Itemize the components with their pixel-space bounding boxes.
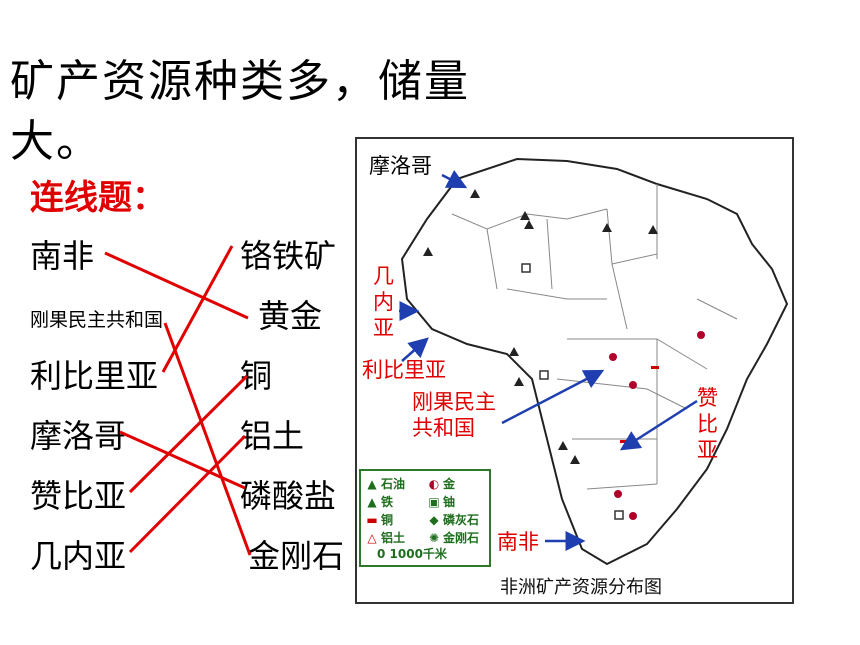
right-item-bauxite[interactable]: 铝土: [240, 417, 305, 455]
diamond-icon: ✺: [428, 531, 440, 545]
bauxite-icon: △: [367, 531, 377, 545]
link-line-south-africa-gold: [104, 251, 249, 320]
right-item-chromite[interactable]: 铬铁矿: [240, 237, 337, 275]
link-line-zambia-copper: [128, 374, 249, 494]
map-label-south-africa: 南非: [497, 530, 539, 554]
copper-icon: ▬: [366, 513, 378, 527]
page-title: 矿产资源种类多，储量大。: [10, 56, 470, 167]
map-caption: 非洲矿产资源分布图: [500, 577, 662, 598]
map-scale: 0 1000千米: [377, 547, 447, 561]
exercise-label: 连线题：: [30, 178, 166, 218]
left-item-congo[interactable]: 刚果民主共和国: [30, 309, 164, 331]
left-item-zambia[interactable]: 赞比亚: [30, 477, 127, 515]
link-line-congo-diamond: [163, 322, 252, 556]
map-arrows: [399, 170, 698, 551]
left-item-south-africa[interactable]: 南非: [30, 237, 95, 275]
right-item-gold[interactable]: 黄金: [258, 297, 323, 335]
phosphate-icon: ◆: [429, 513, 439, 527]
right-item-diamond[interactable]: 金刚石: [248, 537, 345, 575]
map-label-congo-line2: 共和国: [412, 416, 475, 440]
iron-icon: ▲: [367, 495, 377, 509]
map-label-zambia: 赞比亚: [697, 386, 718, 462]
left-item-morocco[interactable]: 摩洛哥: [30, 417, 127, 455]
left-item-guinea[interactable]: 几内亚: [30, 537, 127, 575]
right-item-phosphate[interactable]: 磷酸盐: [240, 477, 337, 515]
africa-mineral-map: 摩洛哥 几内亚 利比里亚 刚果民主 共和国 赞比亚 南非 ▲石油 ◐金 ▲铁 ▣…: [355, 137, 794, 604]
map-legend: ▲石油 ◐金 ▲铁 ▣铀 ▬铜 ◆磷灰石 △铝土 ✺金刚石 0 1000千米: [359, 469, 491, 567]
map-label-liberia: 利比里亚: [362, 358, 446, 382]
link-line-morocco-phosphate: [119, 430, 246, 490]
map-label-congo-line1: 刚果民主: [412, 390, 496, 414]
gold-icon: ◐: [428, 477, 440, 491]
map-label-morocco: 摩洛哥: [369, 154, 432, 178]
map-label-guinea: 几内亚: [373, 264, 394, 340]
oil-icon: ▲: [367, 477, 377, 491]
uranium-icon: ▣: [428, 495, 440, 509]
left-item-liberia[interactable]: 利比里亚: [30, 357, 159, 395]
link-line-guinea-bauxite: [128, 434, 247, 554]
link-line-liberia-chromite: [161, 245, 234, 373]
